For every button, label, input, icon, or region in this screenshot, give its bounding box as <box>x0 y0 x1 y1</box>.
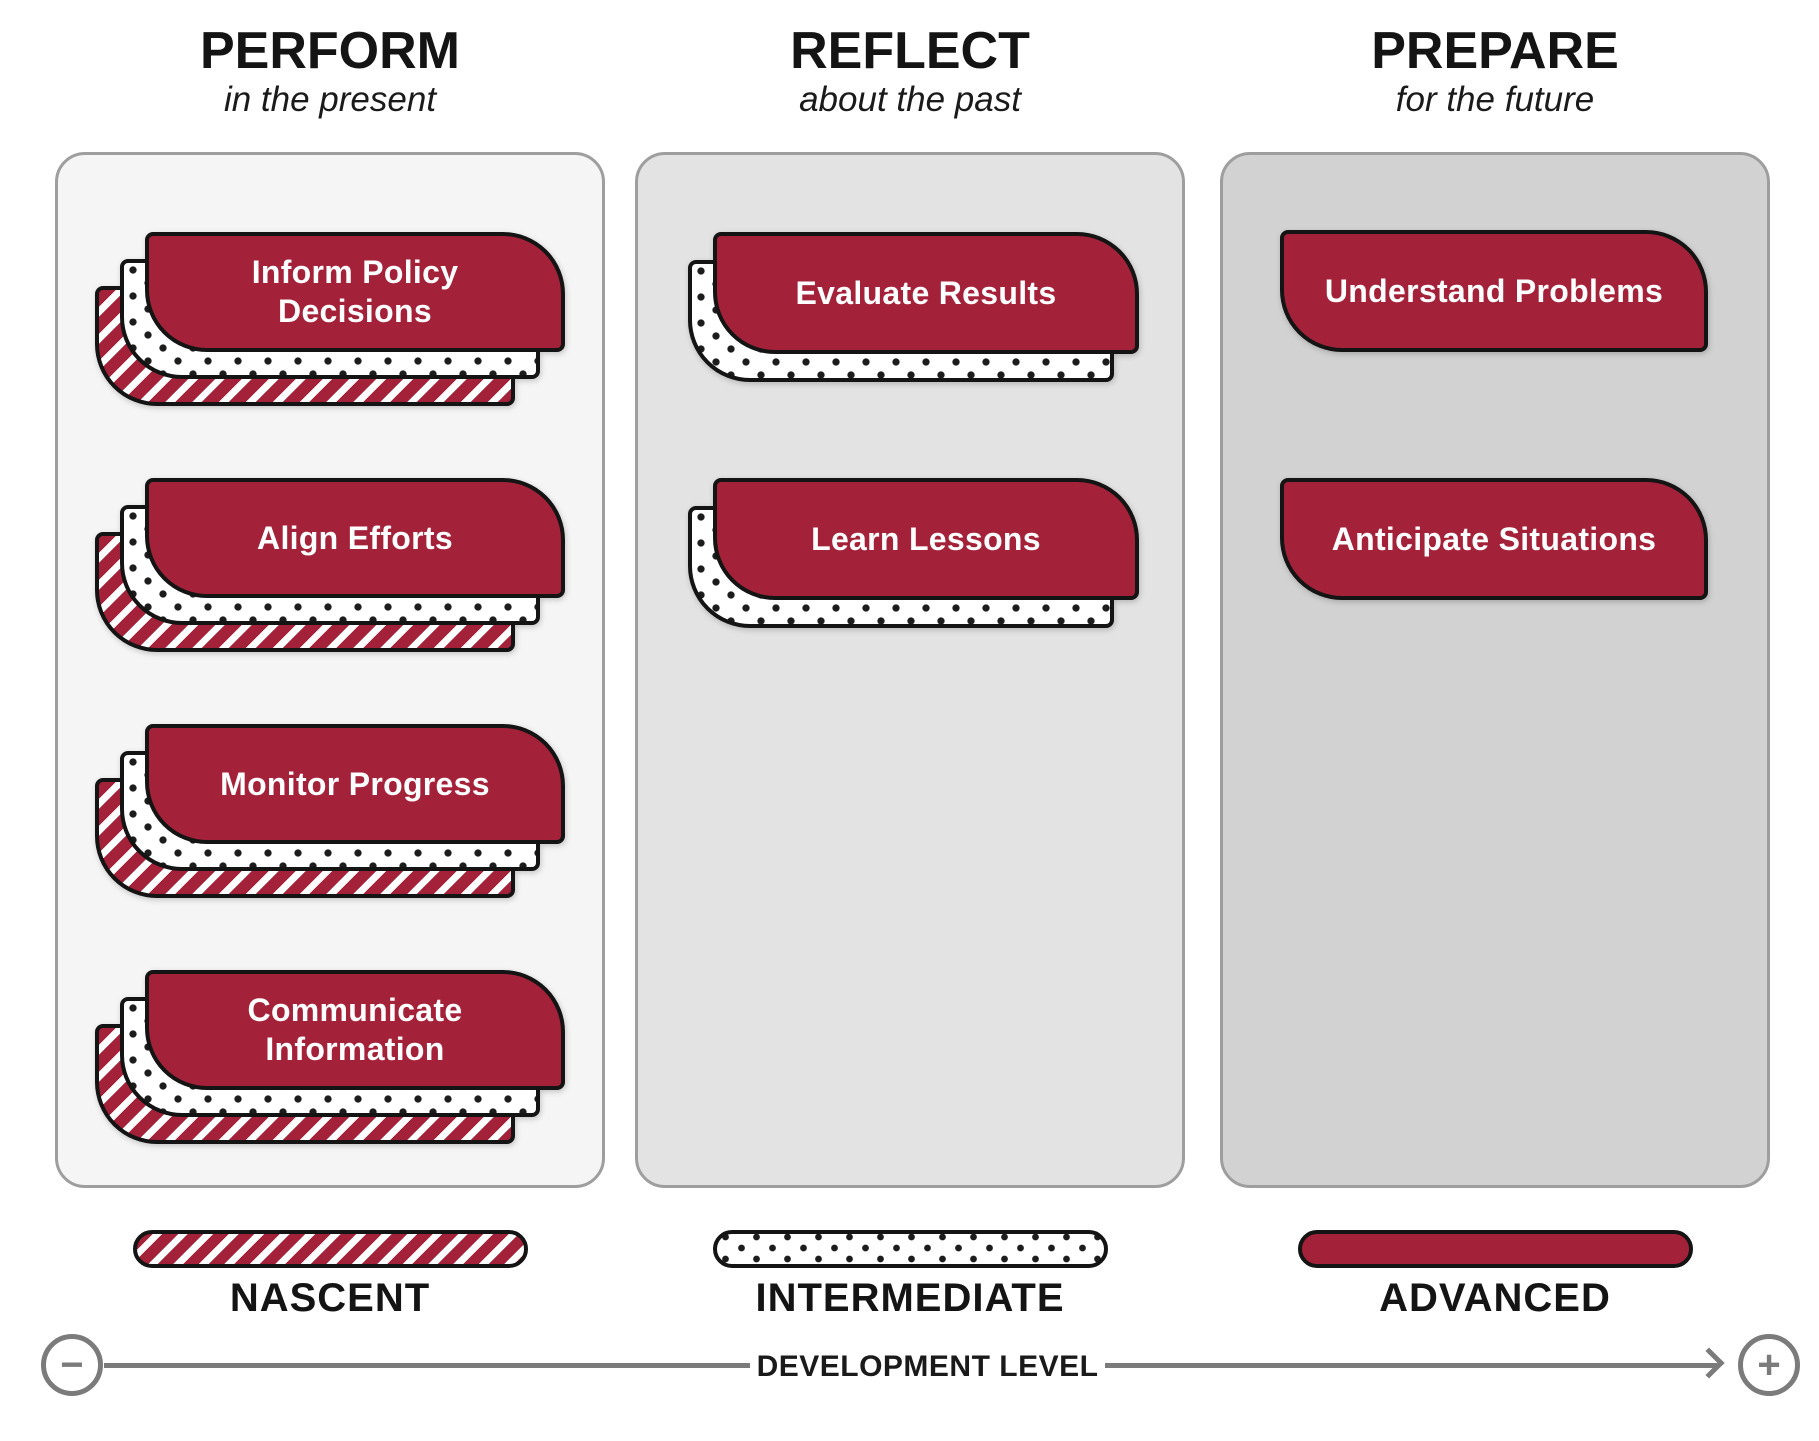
card-anticipate-situations: Anticipate Situations <box>1280 478 1708 600</box>
card-group-evaluate-results: Evaluate Results <box>688 232 1143 387</box>
advanced-card: Inform Policy Decisions <box>145 232 565 352</box>
axis-label: DEVELOPMENT LEVEL <box>756 1350 1099 1383</box>
column-title: REFLECT <box>790 22 1030 80</box>
column-title: PREPARE <box>1371 22 1619 80</box>
card-group-inform-policy-decisions: Inform Policy Decisions <box>95 232 569 414</box>
axis-line-right <box>1105 1363 1717 1368</box>
advanced-card: Anticipate Situations <box>1280 478 1708 600</box>
minus-icon: − <box>60 1343 84 1387</box>
column-header-reflect: REFLECT about the past <box>635 22 1185 120</box>
card-label: Align Efforts <box>257 519 453 556</box>
card-understand-problems: Understand Problems <box>1280 230 1708 352</box>
card-label: Anticipate Situations <box>1331 520 1657 557</box>
card-group-monitor-progress: Monitor Progress <box>95 724 569 906</box>
advanced-card: Evaluate Results <box>713 232 1139 354</box>
column-subtitle: for the future <box>1395 80 1595 119</box>
column-subtitle: about the past <box>799 80 1021 119</box>
legend-label-nascent: NASCENT <box>229 1276 431 1320</box>
plus-icon: + <box>1757 1343 1781 1387</box>
legend-pill-nascent <box>133 1230 528 1268</box>
card-label: Understand Problems <box>1324 272 1664 309</box>
advanced-card: Align Efforts <box>145 478 565 598</box>
legend-pill-intermediate <box>713 1230 1108 1268</box>
card-label: Inform Policy Decisions <box>251 254 459 329</box>
legend-pill-advanced <box>1298 1230 1693 1268</box>
column-subtitle: in the present <box>223 80 437 119</box>
advanced-card: Understand Problems <box>1280 230 1708 352</box>
card-group-align-efforts: Align Efforts <box>95 478 569 660</box>
advanced-card: Learn Lessons <box>713 478 1139 600</box>
legend-label-advanced: ADVANCED <box>1379 1276 1611 1320</box>
card-group-communicate-information: Communicate Information <box>95 970 569 1152</box>
legend-label-intermediate: INTERMEDIATE <box>755 1276 1065 1320</box>
column-title: PERFORM <box>200 22 460 80</box>
card-group-learn-lessons: Learn Lessons <box>688 478 1143 633</box>
card-label: Communicate Information <box>247 992 463 1067</box>
axis-line-left <box>104 1363 750 1368</box>
advanced-card: Monitor Progress <box>145 724 565 844</box>
axis-plus-circle: + <box>1738 1334 1800 1396</box>
column-header-perform: PERFORM in the present <box>55 22 605 120</box>
advanced-card: Communicate Information <box>145 970 565 1090</box>
axis-min-circle: − <box>41 1334 103 1396</box>
arrow-right-icon <box>1693 1347 1725 1379</box>
card-label: Learn Lessons <box>811 520 1041 557</box>
card-label: Evaluate Results <box>795 274 1057 311</box>
card-label: Monitor Progress <box>220 765 490 802</box>
column-header-prepare: PREPARE for the future <box>1220 22 1770 120</box>
